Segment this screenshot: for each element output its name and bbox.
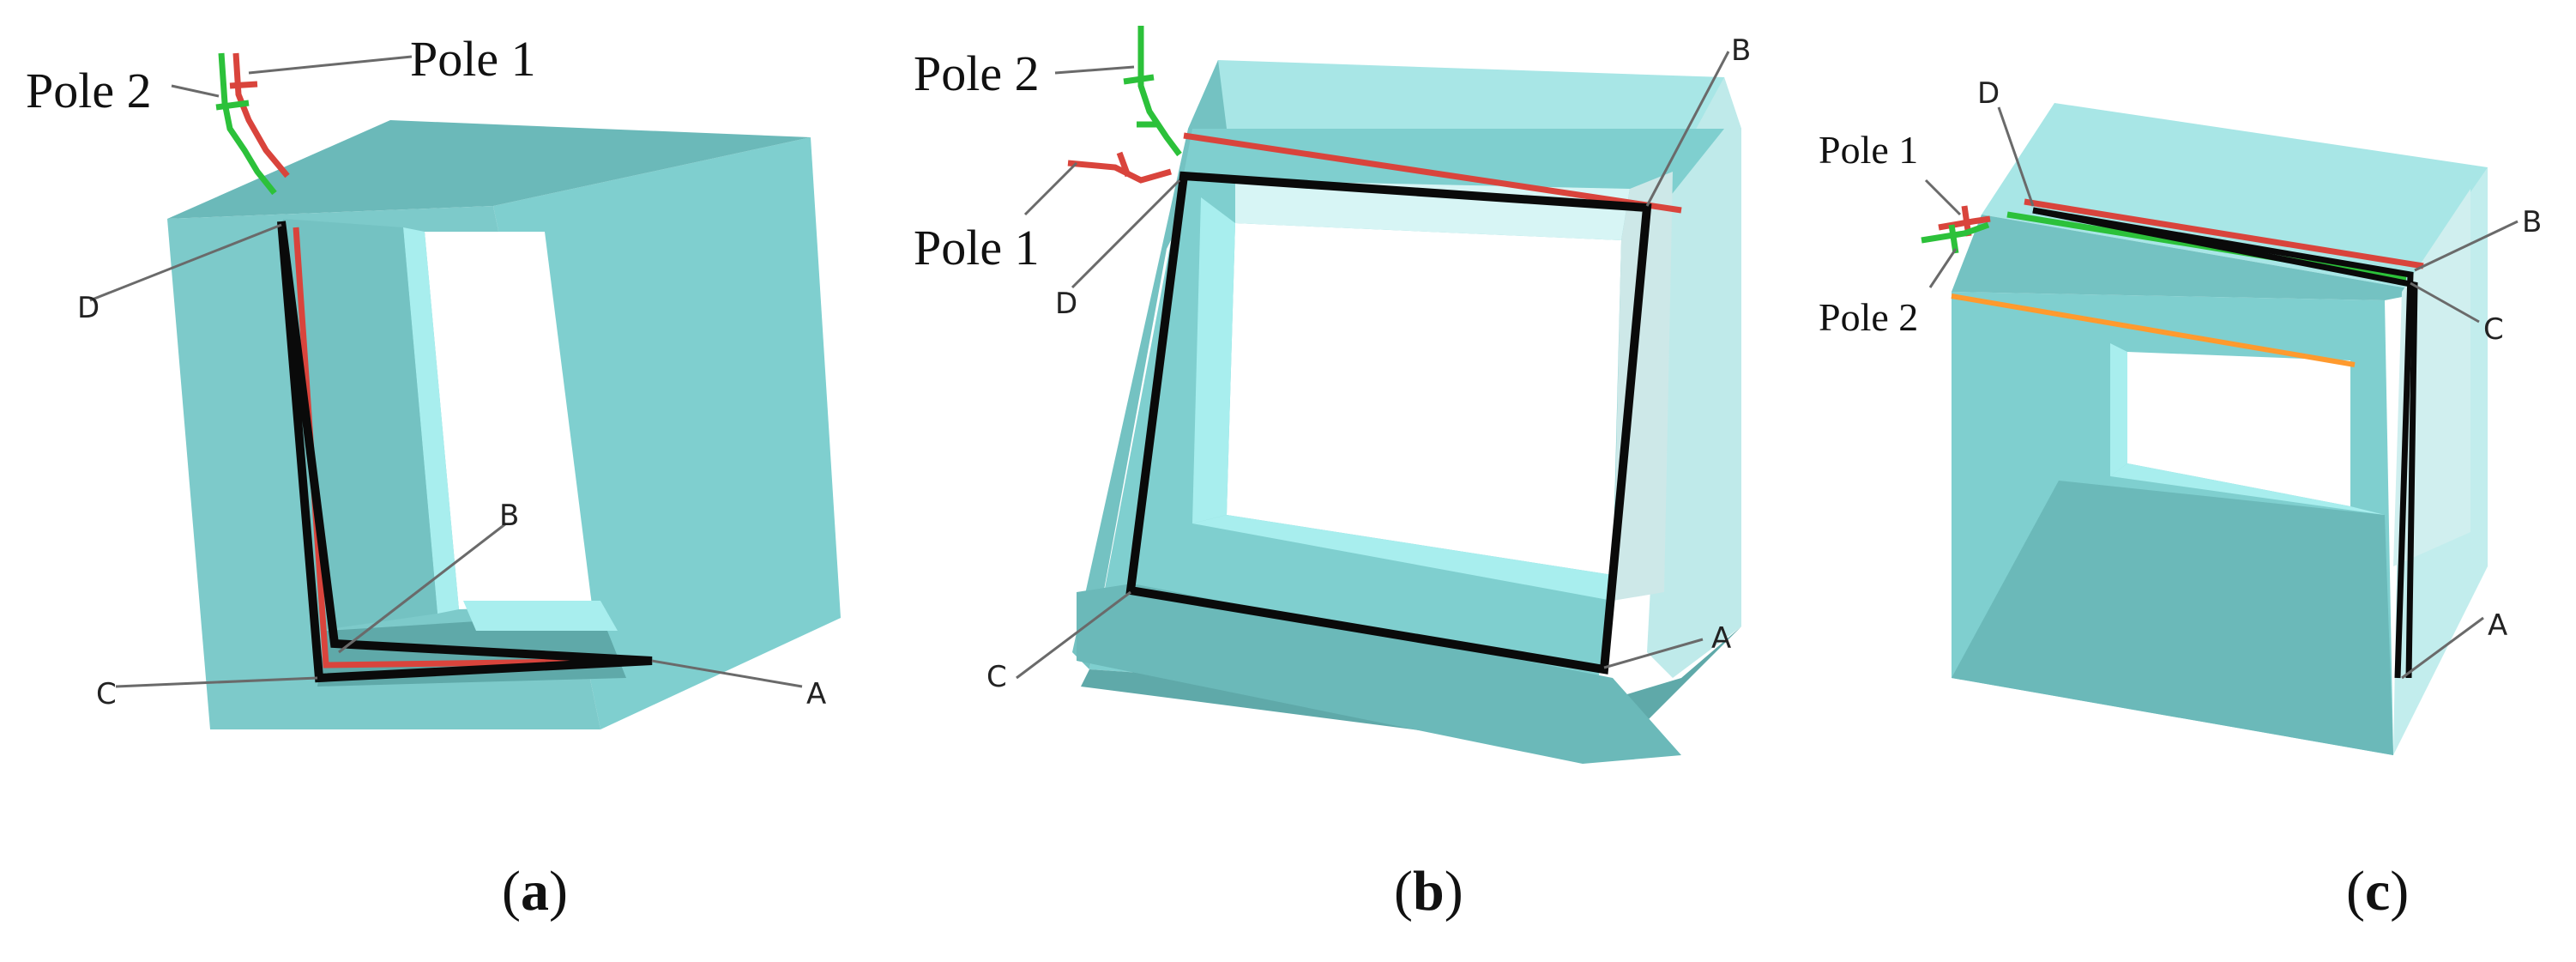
- leader-C-b: [1016, 590, 1131, 680]
- leader-B-b: [1645, 51, 1730, 207]
- leader-pole1-b: [1023, 161, 1078, 216]
- leader-C-c: [2410, 281, 2480, 324]
- label-A-a: A: [806, 677, 826, 711]
- leader-D-a: [89, 223, 282, 302]
- leader-A-a: [651, 659, 803, 688]
- leader-pole2-c: [1928, 248, 1958, 288]
- box-b-bottom-solid: [1077, 584, 1681, 764]
- label-B-c: B: [2522, 205, 2542, 239]
- box-c-top-face: [1982, 103, 2488, 292]
- leader-pole1-c: [1924, 178, 1962, 216]
- orange-line-c: [1951, 293, 2356, 367]
- label-C-b: C: [986, 660, 1007, 694]
- box-b-inner-left: [1192, 197, 1235, 523]
- red-trace-a: [293, 227, 644, 669]
- box-b-inner-bottom: [1192, 515, 1613, 601]
- label-D-b: D: [1055, 287, 1077, 321]
- leader-D-c: [1997, 106, 2035, 207]
- path-b: [1125, 171, 1652, 675]
- box-c-opening: [2127, 352, 2350, 506]
- label-B-b: B: [1731, 33, 1751, 68]
- leader-B-c: [2414, 220, 2519, 272]
- red-trace-b: [1183, 132, 1682, 214]
- label-A-b: A: [1711, 621, 1731, 656]
- leader-pole1-a: [248, 55, 413, 75]
- poles-b: [1067, 26, 1682, 214]
- panel-b: Pole 2 Pole 1 D B C A (b): [914, 26, 1751, 923]
- box-b-top-face: [1188, 60, 1741, 129]
- pole2-b: [1137, 26, 1182, 157]
- caption-c: (c): [2346, 860, 2409, 923]
- pole1-a: [232, 52, 290, 178]
- leader-A-b: [1603, 638, 1704, 669]
- box-c-upper-band: [1952, 215, 2428, 300]
- box-b-right-inner: [1613, 172, 1673, 601]
- panel-a: Pole 1 Pole 2 D B C A (a): [26, 31, 841, 923]
- caption-b: (b): [1394, 860, 1463, 923]
- poles-a: [215, 52, 290, 196]
- box-b-opening: [1227, 223, 1621, 575]
- box-c-inner-strip: [2110, 343, 2127, 476]
- label-pole2-a: Pole 2: [26, 63, 152, 118]
- label-B-a: B: [499, 499, 519, 533]
- label-D-a: D: [77, 291, 100, 325]
- box-a-floor-light: [463, 601, 618, 631]
- label-pole1-a: Pole 1: [410, 31, 536, 87]
- caption-a: (a): [502, 860, 568, 923]
- leader-pole2-b: [1054, 65, 1135, 75]
- box-a-inner-wall: [403, 227, 459, 614]
- label-C-c: C: [2483, 312, 2504, 347]
- pole2-a: [218, 52, 277, 196]
- leader-C-a: [115, 676, 318, 688]
- leader-A-c: [2401, 616, 2484, 680]
- label-D-c: D: [1977, 76, 2000, 111]
- path-c: [2032, 207, 2414, 679]
- panel-c: D Pole 1 Pole 2 B C A (c): [1819, 76, 2542, 923]
- label-pole1-b: Pole 1: [914, 220, 1040, 275]
- label-pole2-b: Pole 2: [914, 45, 1040, 101]
- box-c-inner-floor: [2110, 463, 2385, 515]
- box-a-top-face: [167, 120, 811, 219]
- label-pole2-c: Pole 2: [1819, 295, 1918, 339]
- leader-B-a: [338, 522, 507, 654]
- leader-pole2-a: [171, 84, 220, 98]
- pole1-b: [1067, 160, 1172, 184]
- box-b-inner-top: [1235, 180, 1630, 240]
- leader-D-b: [1071, 178, 1181, 289]
- box-a-opening: [425, 232, 592, 609]
- label-pole1-c: Pole 1: [1819, 128, 1918, 172]
- box-b: [1072, 60, 1741, 764]
- label-C-a: C: [96, 677, 117, 711]
- red-trace-c: [2024, 198, 2424, 269]
- box-b-left-face: [1072, 60, 1227, 669]
- box-a: [167, 120, 841, 729]
- pole2-c: [1921, 221, 1990, 244]
- box-c-floor: [1952, 481, 2393, 755]
- label-A-c: A: [2488, 608, 2507, 643]
